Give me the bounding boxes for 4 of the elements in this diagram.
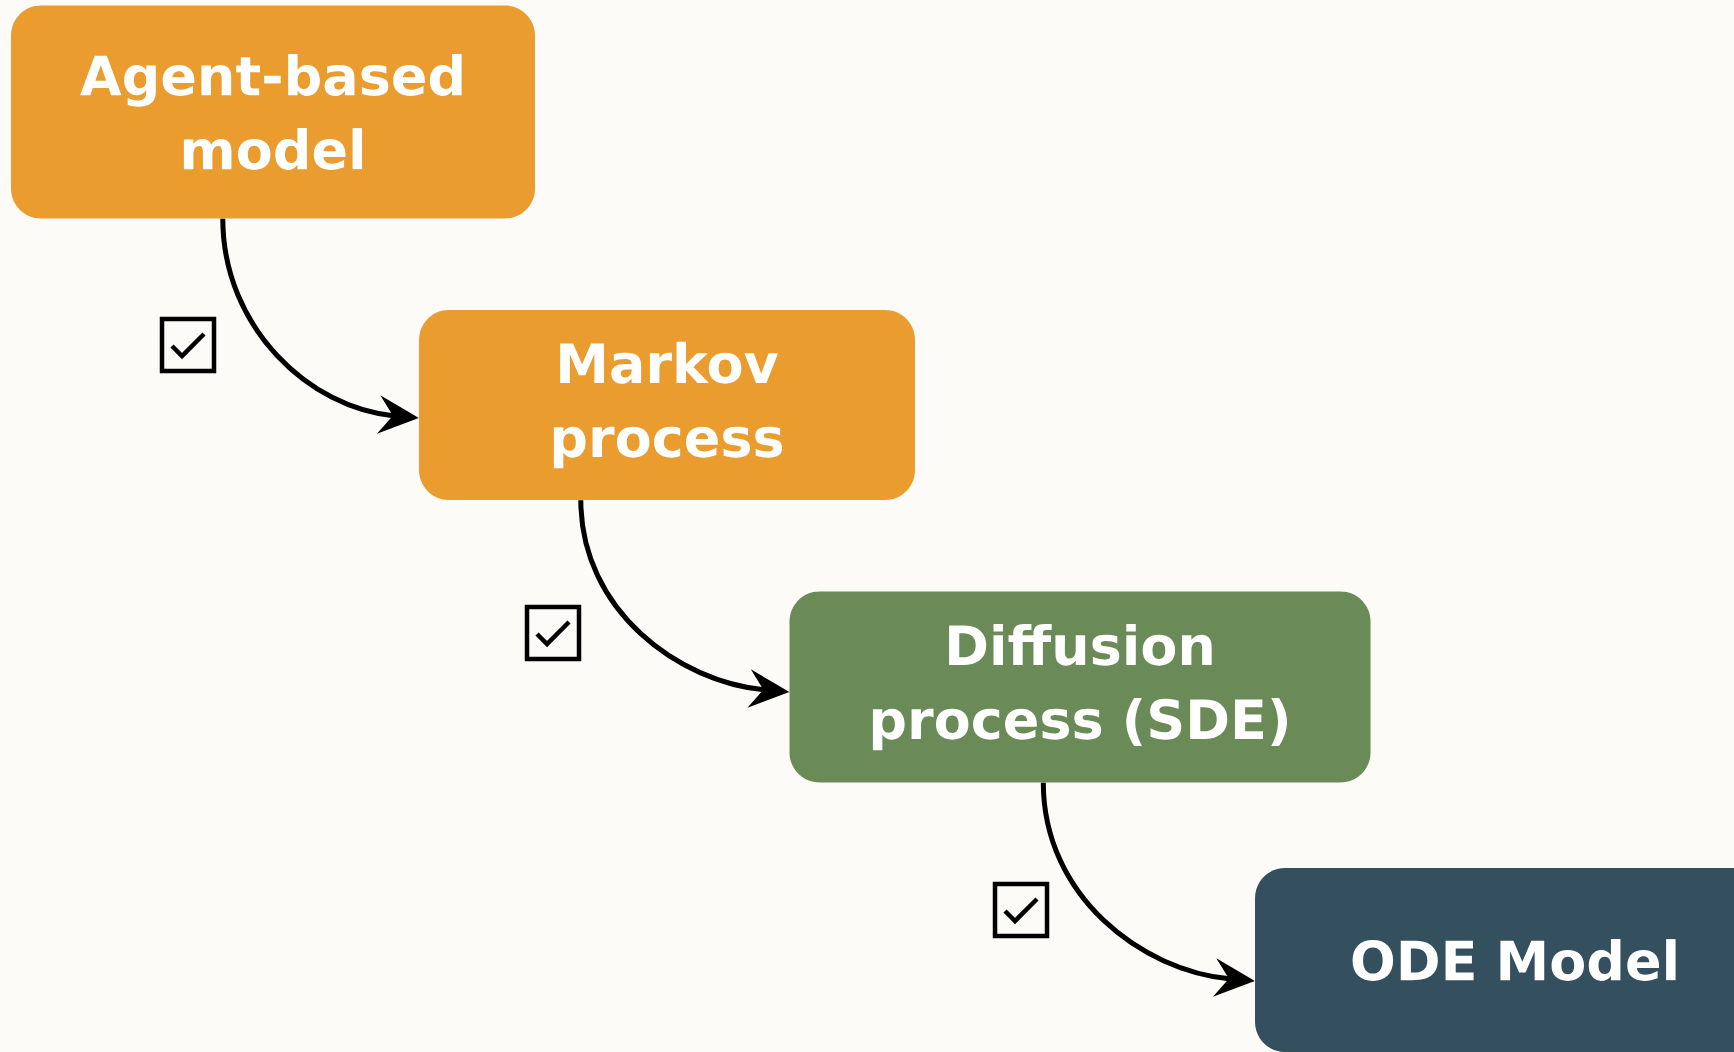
process-box: Agent-based model xyxy=(11,5,535,219)
process-box: Markov process xyxy=(419,310,915,500)
process-box: ODE Model xyxy=(1255,868,1734,1052)
process-box: Diffusion process (SDE) xyxy=(789,591,1371,783)
